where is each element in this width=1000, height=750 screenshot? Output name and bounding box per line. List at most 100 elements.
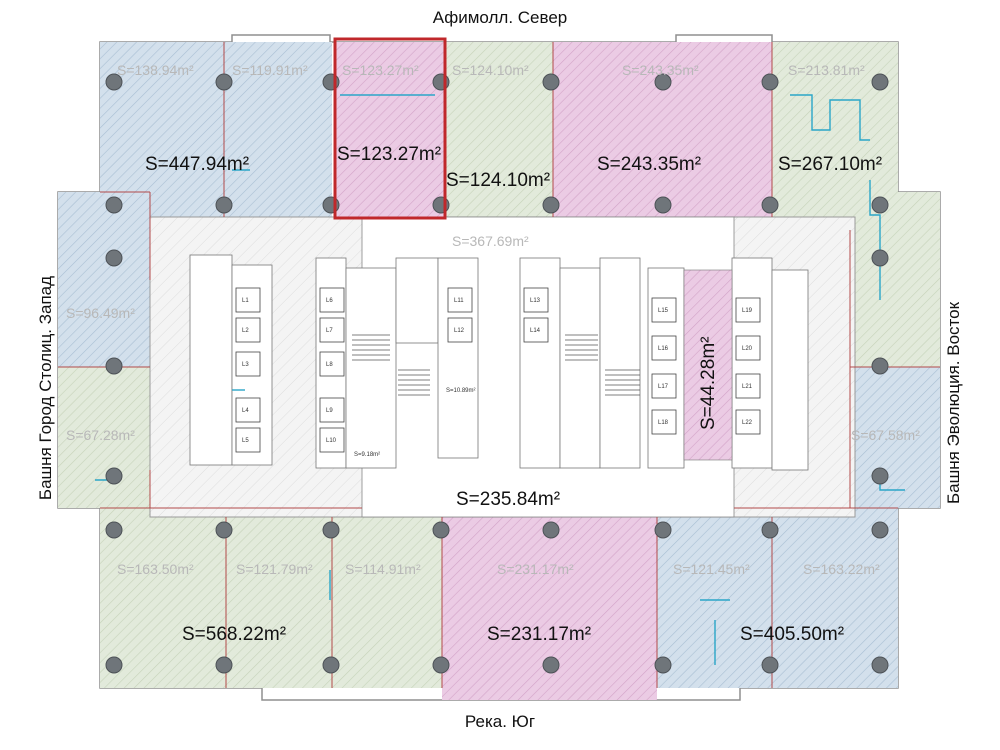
lift-car <box>235 317 261 343</box>
column-icon <box>215 196 233 214</box>
lift-car <box>235 287 261 313</box>
lift-label: L21 <box>742 384 753 390</box>
lift-label: L13 <box>530 298 541 304</box>
sub-area-s1: S=163.50m² <box>117 561 194 577</box>
column-icon <box>871 249 889 267</box>
sub-area-west-upper: S=96.49m² <box>66 305 135 321</box>
lift-label: L16 <box>658 346 669 352</box>
zone-n2[interactable] <box>553 42 772 217</box>
lift-label: L2 <box>242 328 249 334</box>
column-icon <box>871 656 889 674</box>
lift-car <box>735 373 761 399</box>
column-icon <box>542 521 560 539</box>
lift-label: L1 <box>242 298 249 304</box>
column-icon <box>654 73 672 91</box>
zone-nw[interactable] <box>100 42 332 217</box>
column-icon <box>215 656 233 674</box>
lift-car <box>523 317 549 343</box>
area-label-core-south: S=235.84m² <box>456 489 560 510</box>
column-icon <box>322 521 340 539</box>
lift-label: L14 <box>530 328 541 334</box>
lift-label: L10 <box>326 438 337 444</box>
column-icon <box>432 73 450 91</box>
sub-area-s2: S=121.79m² <box>236 561 313 577</box>
lift-car <box>235 397 261 423</box>
lift-label: L7 <box>326 328 333 334</box>
column-icon <box>761 73 779 91</box>
core-small-area-1: S=10.89m² <box>446 388 476 394</box>
column-icon <box>215 521 233 539</box>
column-icon <box>542 656 560 674</box>
sub-area-labels: S=138.94m² S=119.91m² S=123.27m² S=124.1… <box>66 62 920 577</box>
west-label: Башня Город Столиц. Запад <box>36 275 55 501</box>
column-icon <box>105 467 123 485</box>
sub-area-n2: S=119.91m² <box>232 62 308 78</box>
column-icon <box>654 521 672 539</box>
lift-car <box>735 297 761 323</box>
zone-w-upper[interactable] <box>58 192 153 367</box>
lift-car <box>319 287 345 313</box>
lift-label: L12 <box>454 328 465 334</box>
lift-car <box>319 317 345 343</box>
selected-unit-outline[interactable] <box>333 37 447 220</box>
column-icon <box>215 73 233 91</box>
column-icon <box>322 656 340 674</box>
column-icon <box>654 196 672 214</box>
elevator-hall <box>683 269 733 461</box>
zone-selected[interactable] <box>335 42 445 217</box>
elevator-area-label: S=44.28m² <box>698 337 719 430</box>
area-label-se: S=405.50m² <box>740 624 844 645</box>
partition-walls <box>58 42 940 688</box>
column-icon <box>871 521 889 539</box>
sub-area-s3: S=114.91m² <box>345 561 421 577</box>
lift-label: L17 <box>658 384 669 390</box>
zone-sw2[interactable] <box>332 508 442 688</box>
sub-area-s5: S=121.45m² <box>673 561 750 577</box>
sub-area-n4: S=124.10m² <box>452 62 529 78</box>
lift-car <box>735 409 761 435</box>
lift-label: L20 <box>742 346 753 352</box>
lift-label: L3 <box>242 362 249 368</box>
area-label-nw: S=447.94m² <box>145 154 249 175</box>
zone-n1[interactable] <box>445 42 553 217</box>
column-icon <box>105 357 123 375</box>
area-label-s: S=231.17m² <box>487 624 591 645</box>
sub-area-core-north: S=367.69m² <box>452 233 529 249</box>
zone-e-lower[interactable] <box>850 367 940 508</box>
column-icon <box>654 656 672 674</box>
core-small-area-2: S=9.18m² <box>354 452 380 458</box>
column-icon <box>761 656 779 674</box>
column-icon <box>322 196 340 214</box>
lift-label: L18 <box>658 420 669 426</box>
area-label-n1: S=124.10m² <box>446 170 550 191</box>
lift-label: L22 <box>742 420 753 426</box>
lift-label: L8 <box>326 362 333 368</box>
sub-area-n3: S=123.27m² <box>342 62 419 78</box>
east-label: Башня Эволюция. Восток <box>944 301 963 505</box>
lift-label: L15 <box>658 308 669 314</box>
zone-sw[interactable] <box>100 508 332 688</box>
stairs <box>352 334 640 396</box>
area-label-sw: S=568.22m² <box>182 624 286 645</box>
zone-w-lower[interactable] <box>58 367 153 508</box>
column-icon <box>761 196 779 214</box>
structural-columns <box>105 73 889 674</box>
sub-area-s4: S=231.17m² <box>497 561 574 577</box>
lift-label: L11 <box>454 298 464 304</box>
column-icon <box>871 467 889 485</box>
sub-area-s6: S=163.22m² <box>803 561 880 577</box>
zone-e-upper[interactable] <box>850 192 940 367</box>
zone-ne[interactable] <box>772 42 898 217</box>
lift-car <box>651 409 677 435</box>
zone-se[interactable] <box>657 508 898 688</box>
lift-car <box>447 317 473 343</box>
column-icon <box>105 249 123 267</box>
lift-label: L19 <box>742 308 753 314</box>
area-label-selected: S=123.27m² <box>337 144 441 165</box>
lift-label: L9 <box>326 408 333 414</box>
sub-area-n5: S=243.35m² <box>622 62 699 78</box>
lift-car <box>235 351 261 377</box>
column-icon <box>432 521 450 539</box>
column-icon <box>105 521 123 539</box>
